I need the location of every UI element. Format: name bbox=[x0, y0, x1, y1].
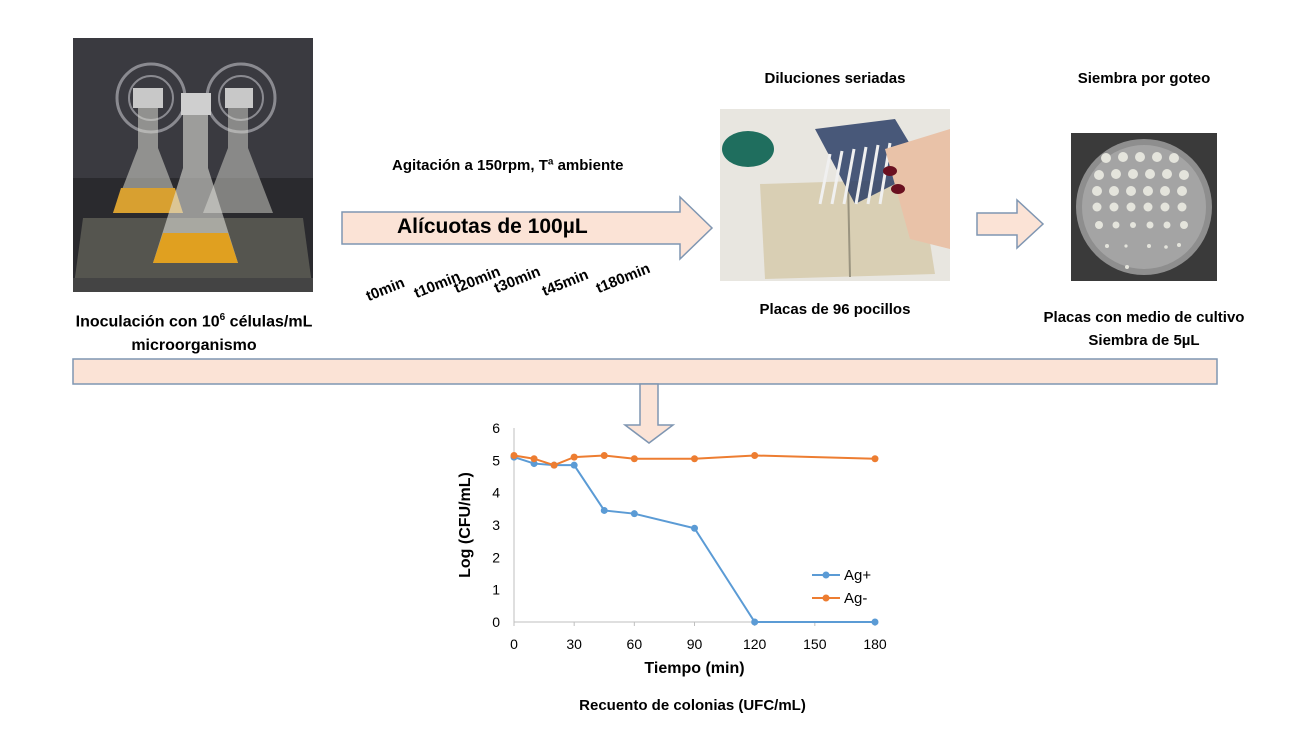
agitation-label: Agitación a 150rpm, Tª ambiente bbox=[392, 157, 624, 174]
y-tick-label: 2 bbox=[492, 549, 500, 565]
down-arrow bbox=[622, 383, 676, 444]
x-tick-label: 0 bbox=[510, 636, 518, 652]
inoculation-line1-prefix: Inoculación con 10 bbox=[75, 313, 220, 331]
data-point bbox=[751, 618, 759, 626]
inoculation-superscript: 6 bbox=[219, 312, 226, 323]
y-tick-label: 1 bbox=[492, 582, 500, 598]
data-point bbox=[871, 618, 879, 626]
legend-label: Ag+ bbox=[844, 567, 871, 584]
erlenmeyer-flasks-icon bbox=[73, 38, 313, 292]
data-point bbox=[510, 451, 518, 459]
x-tick-label: 120 bbox=[743, 636, 767, 652]
data-point bbox=[570, 453, 578, 461]
data-point bbox=[530, 455, 538, 463]
small-right-arrow bbox=[976, 198, 1045, 250]
culture-plates-line2: Siembra de 5µL bbox=[1088, 332, 1200, 349]
data-point bbox=[550, 461, 558, 469]
dilutions-title: Diluciones seriadas bbox=[764, 70, 906, 87]
dilution-photo bbox=[720, 109, 950, 281]
inoculation-line2: microorganismo bbox=[131, 337, 257, 355]
drop-seeding-title: Siembra por goteo bbox=[1077, 70, 1211, 87]
colony-count-label: Recuento de colonias (UFC/mL) bbox=[579, 697, 806, 714]
x-tick-label: 180 bbox=[863, 636, 887, 652]
legend-label: Ag- bbox=[844, 590, 867, 607]
data-point bbox=[871, 455, 879, 463]
data-point bbox=[751, 451, 759, 459]
x-tick-label: 30 bbox=[566, 636, 582, 652]
plates-96-label: Placas de 96 pocillos bbox=[759, 301, 911, 318]
aliquots-label: Alícuotas de 100µL bbox=[397, 215, 588, 238]
y-tick-label: 4 bbox=[492, 485, 500, 501]
legend-marker bbox=[822, 594, 830, 602]
y-tick-label: 3 bbox=[492, 517, 500, 533]
y-tick-label: 5 bbox=[492, 452, 500, 468]
y-axis-title: Log (CFU/mL) bbox=[457, 472, 474, 578]
data-point bbox=[600, 451, 608, 459]
inoculation-line1-suffix: células/mL bbox=[225, 313, 313, 331]
petri-dish-icon bbox=[1071, 133, 1217, 281]
flasks-photo bbox=[73, 38, 313, 292]
petri-photo bbox=[1071, 133, 1217, 281]
inoculation-label: Inoculación con 106 células/mL microorga… bbox=[60, 306, 328, 358]
multichannel-pipette-icon bbox=[720, 109, 950, 281]
x-tick-label: 60 bbox=[627, 636, 643, 652]
data-point bbox=[570, 461, 578, 469]
culture-plates-line1: Placas con medio de cultivo bbox=[1043, 309, 1245, 326]
data-point bbox=[600, 506, 608, 514]
data-point bbox=[691, 455, 698, 463]
culture-plates-label: Placas con medio de cultivo Siembra de 5… bbox=[1024, 306, 1264, 352]
y-tick-label: 6 bbox=[492, 420, 500, 436]
y-tick-label: 0 bbox=[492, 614, 500, 630]
data-point bbox=[691, 524, 698, 532]
data-point bbox=[630, 510, 638, 518]
x-tick-label: 150 bbox=[803, 636, 827, 652]
x-tick-label: 90 bbox=[687, 636, 703, 652]
data-point bbox=[530, 460, 538, 468]
aliquots-arrow bbox=[341, 195, 714, 261]
legend-marker bbox=[822, 571, 830, 579]
data-point bbox=[630, 455, 638, 463]
x-axis-title: Tiempo (min) bbox=[644, 660, 744, 677]
process-bar bbox=[72, 358, 1218, 385]
